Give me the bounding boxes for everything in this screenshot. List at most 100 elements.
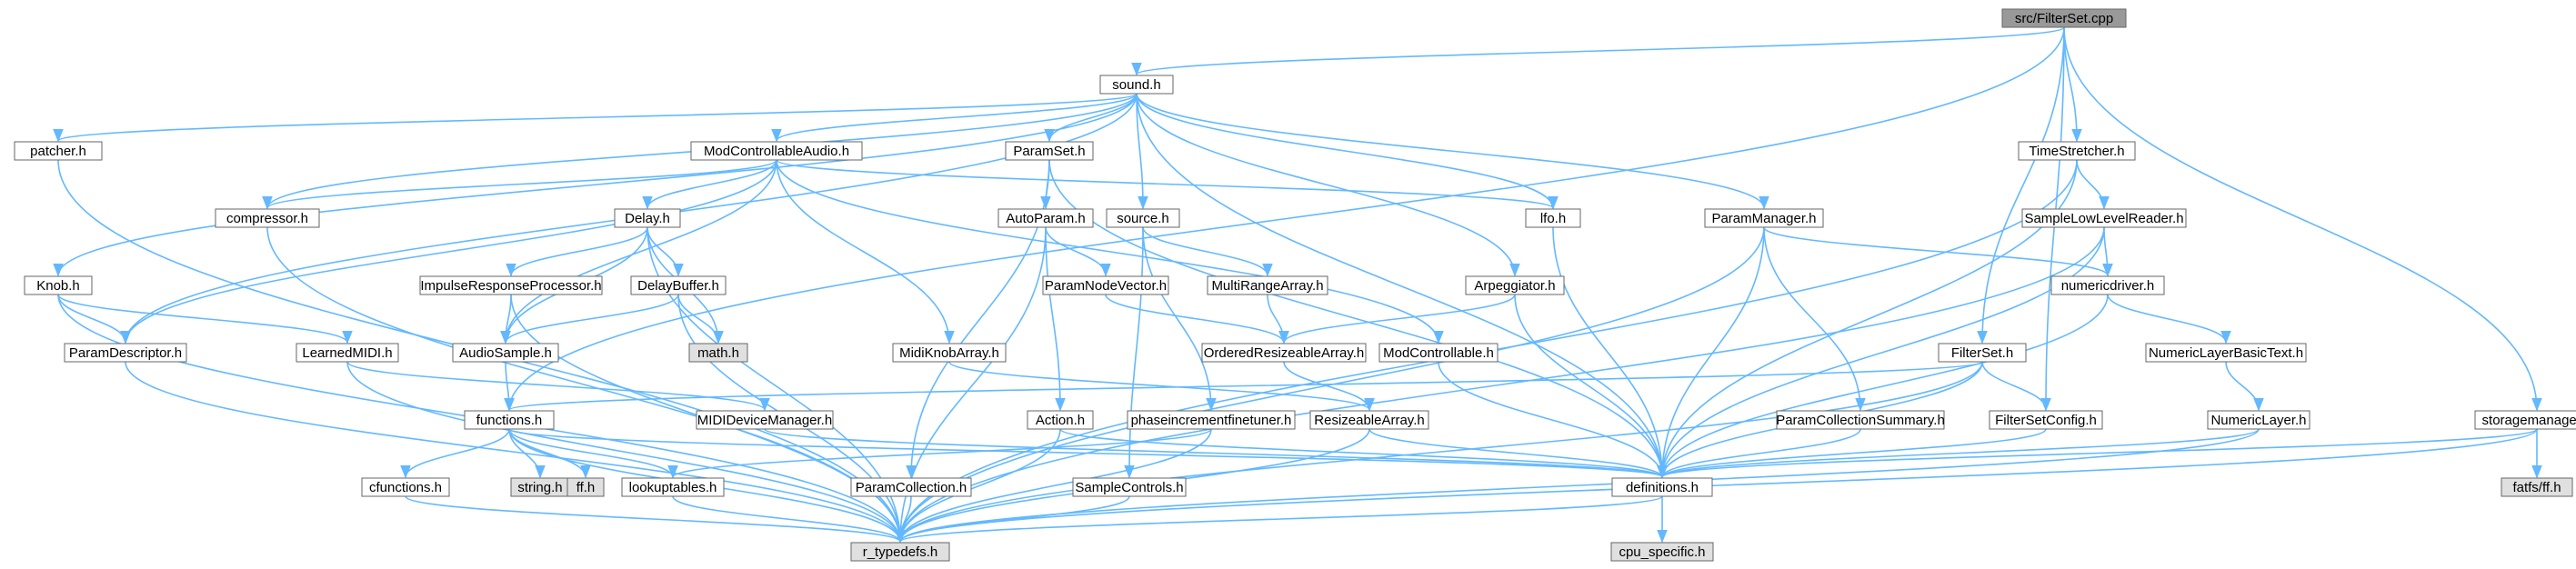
edge-ParamManager_h-to-numericdriver_h — [1763, 226, 2113, 277]
edge-functions_h-to-cfunctions_h — [400, 428, 510, 479]
node-ParamSet_h[interactable]: ParamSet.h — [1005, 141, 1094, 161]
edge-FilterSet_cpp-to-FilterSet_h — [1977, 26, 2065, 344]
node-Delay_h[interactable]: Delay.h — [614, 208, 681, 228]
node-FilterSet_h[interactable]: FilterSet.h — [1938, 343, 2027, 363]
node-functions_h[interactable]: functions.h — [464, 410, 555, 430]
node-string_h: string.h — [510, 477, 570, 497]
node-ModControllable_h[interactable]: ModControllable.h — [1378, 343, 1498, 363]
node-lfo_h[interactable]: lfo.h — [1525, 208, 1581, 228]
edge-DelayBuffer_h-to-AudioSample_h — [500, 294, 679, 344]
node-NumericLayer_h[interactable]: NumericLayer.h — [2207, 410, 2310, 430]
node-box — [1042, 275, 1169, 295]
edge-Knob_h-to-ParamDescriptor_h — [57, 294, 131, 344]
node-label: FilterSetConfig.h — [1995, 413, 2097, 428]
node-FilterSet_cpp[interactable]: src/FilterSet.cpp — [2001, 8, 2127, 28]
node-ParamCollectionSummary_h[interactable]: ParamCollectionSummary.h — [1776, 410, 1945, 430]
node-ModControllableAudio_h[interactable]: ModControllableAudio.h — [690, 141, 863, 161]
edge-sound_h-to-ModControllableAudio_h — [771, 93, 1138, 143]
node-cfunctions_h[interactable]: cfunctions.h — [361, 477, 450, 497]
node-numericdriver_h[interactable]: numericdriver.h — [2050, 275, 2165, 295]
node-label: NumericLayerBasicText.h — [2149, 345, 2303, 361]
node-box — [1201, 343, 1367, 363]
node-label: definitions.h — [1626, 480, 1699, 495]
node-LearnedMIDI_h[interactable]: LearnedMIDI.h — [296, 343, 399, 363]
node-box — [2207, 410, 2310, 430]
node-ImpulseResponseProcessor_h[interactable]: ImpulseResponseProcessor.h — [419, 275, 603, 295]
node-label: MidiKnobArray.h — [899, 345, 999, 361]
node-MultiRangeArray_h[interactable]: MultiRangeArray.h — [1207, 275, 1328, 295]
node-label: ImpulseResponseProcessor.h — [420, 278, 601, 294]
node-box — [2001, 8, 2127, 28]
node-label: LearnedMIDI.h — [302, 345, 392, 361]
node-ParamManager_h[interactable]: ParamManager.h — [1704, 208, 1824, 228]
edge-ParamManager_h-to-definitions_h — [1657, 226, 1765, 479]
node-OrderedResizeableArray_h[interactable]: OrderedResizeableArray.h — [1201, 343, 1367, 363]
node-ParamDescriptor_h[interactable]: ParamDescriptor.h — [64, 343, 187, 363]
node-box — [688, 343, 748, 363]
node-label: Action.h — [1036, 413, 1085, 428]
node-source_h[interactable]: source.h — [1106, 208, 1180, 228]
edge-ModControllableAudio_h-to-lfo_h — [776, 159, 1559, 210]
node-FilterSetConfig_h[interactable]: FilterSetConfig.h — [1989, 410, 2103, 430]
node-label: DelayBuffer.h — [637, 278, 719, 294]
node-AutoParam_h[interactable]: AutoParam.h — [997, 208, 1094, 228]
edge-ParamSet_h-to-ParamCollection_h — [906, 159, 1050, 479]
node-label: ff.h — [576, 480, 596, 495]
node-MIDIDeviceManager_h[interactable]: MIDIDeviceManager.h — [696, 410, 834, 430]
node-box — [690, 141, 863, 161]
node-label: Arpeggiator.h — [1474, 278, 1555, 294]
edge-ModControllableAudio_h-to-Delay_h — [642, 159, 777, 210]
node-SampleLowLevelReader_h[interactable]: SampleLowLevelReader.h — [2021, 208, 2187, 228]
edge-ModControllableAudio_h-to-compressor_h — [262, 159, 777, 210]
edge-NumericLayer_h-to-definitions_h — [1657, 428, 2260, 479]
node-sound_h[interactable]: sound.h — [1099, 75, 1174, 95]
edge-NumericLayerBasicText_h-to-NumericLayer_h — [2225, 361, 2264, 412]
edge-cfunctions_h-to-r_typedefs_h — [405, 495, 906, 544]
node-Arpeggiator_h[interactable]: Arpeggiator.h — [1465, 275, 1565, 295]
node-definitions_h[interactable]: definitions.h — [1611, 477, 1713, 497]
edge-Delay_h-to-ImpulseResponseProcessor_h — [506, 226, 648, 277]
node-label: FilterSet.h — [1951, 345, 2013, 361]
node-AudioSample_h[interactable]: AudioSample.h — [452, 343, 559, 363]
node-ParamCollection_h[interactable]: ParamCollection.h — [850, 477, 972, 497]
edge-Action_h-to-definitions_h — [1059, 428, 1668, 479]
node-Knob_h[interactable]: Knob.h — [24, 275, 93, 295]
node-SampleControls_h[interactable]: SampleControls.h — [1072, 477, 1187, 497]
edge-sound_h-to-Arpeggiator_h — [1136, 93, 1520, 277]
node-DelayBuffer_h[interactable]: DelayBuffer.h — [630, 275, 727, 295]
edge-ModControllable_h-to-definitions_h — [1438, 361, 1668, 479]
node-label: ParamDescriptor.h — [69, 345, 182, 361]
node-storagemanager_h[interactable]: storagemanager.h — [2474, 410, 2576, 430]
node-cpu_specific_h: cpu_specific.h — [1610, 542, 1714, 562]
node-box — [452, 343, 559, 363]
node-box — [1309, 410, 1429, 430]
node-ResizeableArray_h[interactable]: ResizeableArray.h — [1309, 410, 1429, 430]
node-label: sound.h — [1112, 77, 1160, 93]
node-box — [1525, 208, 1581, 228]
node-patcher_h[interactable]: patcher.h — [14, 141, 103, 161]
edge-MidiKnobArray_h-to-ResizeableArray_h — [948, 361, 1375, 412]
edge-sound_h-to-patcher_h — [53, 93, 1138, 143]
node-label: cpu_specific.h — [1619, 544, 1705, 560]
node-compressor_h[interactable]: compressor.h — [215, 208, 320, 228]
edge-numericdriver_h-to-NumericLayerBasicText_h — [2107, 294, 2231, 344]
node-ParamNodeVector_h[interactable]: ParamNodeVector.h — [1042, 275, 1169, 295]
node-NumericLayerBasicText_h[interactable]: NumericLayerBasicText.h — [2145, 343, 2307, 363]
node-box — [1027, 410, 1094, 430]
edge-phaseincrementfinetuner_h-to-lookuptables_h — [667, 428, 1212, 479]
edge-ResizeableArray_h-to-definitions_h — [1368, 428, 1668, 479]
node-phaseincrementfinetuner_h[interactable]: phaseincrementfinetuner.h — [1127, 410, 1296, 430]
edge-SampleLowLevelReader_h-to-definitions_h — [1657, 226, 2105, 479]
node-label: cfunctions.h — [369, 480, 442, 495]
node-lookuptables_h[interactable]: lookuptables.h — [621, 477, 725, 497]
node-label: ParamCollectionSummary.h — [1776, 413, 1945, 428]
node-MidiKnobArray_h[interactable]: MidiKnobArray.h — [892, 343, 1007, 363]
edge-FilterSet_cpp-to-storagemanager_h — [2063, 26, 2542, 412]
node-box — [2501, 477, 2573, 497]
node-box — [361, 477, 450, 497]
edge-ModControllableAudio_h-to-ModControllable_h — [776, 159, 1444, 344]
node-box — [1938, 343, 2027, 363]
edge-storagemanager_h-to-definitions_h — [1657, 428, 2538, 479]
node-TimeStretcher_h[interactable]: TimeStretcher.h — [2018, 141, 2136, 161]
node-Action_h[interactable]: Action.h — [1027, 410, 1094, 430]
